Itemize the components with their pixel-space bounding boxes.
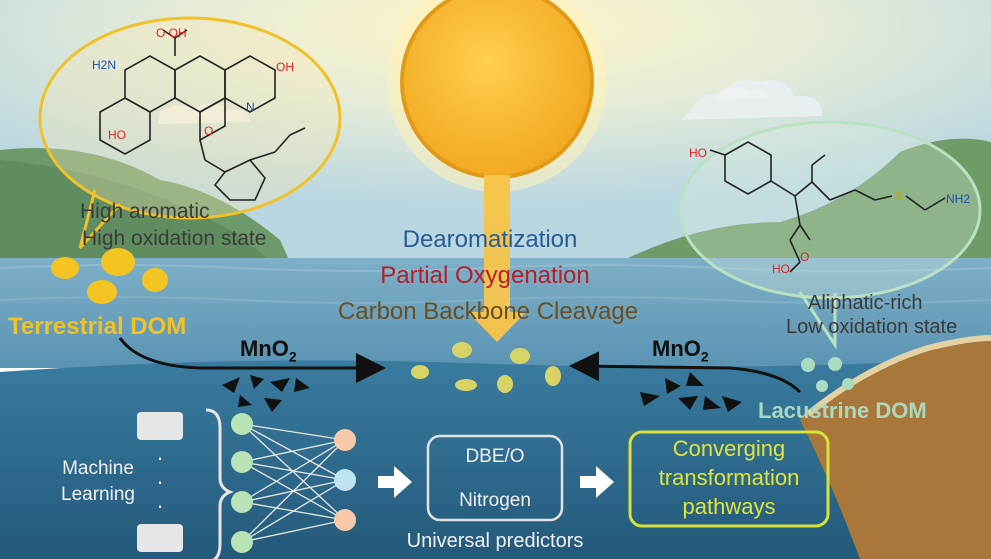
dom-particle <box>411 365 429 379</box>
lacustrine-callout <box>678 120 982 300</box>
dom-particle <box>51 257 79 279</box>
terrestrial-ho-label: HO <box>108 128 126 142</box>
terrestrial-dom-label: Terrestrial DOM <box>8 313 187 340</box>
lacustrine-molecule <box>709 141 946 273</box>
terrestrial-desc-line1: High aromatic <box>80 200 210 223</box>
terrestrial-desc-line2: High oxidation state <box>82 227 267 250</box>
sediment-shore <box>800 338 991 559</box>
cloud-right-small <box>716 87 772 100</box>
nn-connections <box>241 423 346 543</box>
ml-ellipsis: ··· <box>156 445 164 518</box>
arrow-lacustrine-to-center <box>569 351 802 394</box>
lacustrine-desc-line2: Low oxidation state <box>786 316 958 338</box>
nn-edge <box>241 439 346 463</box>
light-beam-arrowhead <box>468 312 526 342</box>
arrow-to-predictors <box>378 466 412 498</box>
sun <box>400 0 594 179</box>
lacustrine-dom-label: Lacustrine DOM <box>758 398 927 423</box>
hill-right <box>620 138 991 262</box>
input-box <box>137 412 183 440</box>
lacustrine-callout-tail <box>798 291 837 350</box>
light-beam <box>484 175 510 315</box>
dom-particle <box>87 280 117 304</box>
terrestrial-amine-label: H2N <box>92 58 117 72</box>
result-line2: transformation <box>658 465 800 490</box>
terrestrial-callout <box>38 16 342 220</box>
terrestrial-molecule <box>99 29 306 201</box>
cloud-left <box>158 103 250 124</box>
nn-edge <box>241 423 346 521</box>
transformed-particles <box>411 342 561 393</box>
nn-input-node <box>231 491 253 513</box>
ml-label-line2: Learning <box>61 484 135 505</box>
terrestrial-ether-label: O <box>204 124 214 138</box>
result-line1: Converging <box>672 436 786 461</box>
input-brace <box>205 408 235 559</box>
nn-nodes <box>231 413 356 553</box>
terrestrial-acid-label: O OH <box>156 26 187 40</box>
predictor-nitrogen: Nitrogen <box>459 490 531 511</box>
nn-output-node <box>334 429 356 451</box>
process-dearomatization: Dearomatization <box>402 226 578 253</box>
nn-edge <box>241 439 346 503</box>
dom-particle <box>801 358 815 372</box>
dom-particle <box>510 348 530 364</box>
lacustrine-amine-label: NH2 <box>946 192 971 206</box>
predictor-box <box>426 434 564 522</box>
process-partial-oxygenation: Partial Oxygenation <box>380 262 590 289</box>
arrow-terrestrial-to-center <box>118 337 386 383</box>
ml-input-boxes <box>137 412 183 552</box>
nn-edge <box>241 519 346 543</box>
predictor-dbe-o: DBE/O <box>465 446 525 467</box>
dom-particle <box>452 342 472 358</box>
nn-output-node <box>334 469 356 491</box>
lacustrine-carbonyl-label: O <box>800 250 810 264</box>
terrestrial-n-label: N <box>246 100 255 114</box>
terrestrial-callout-tail <box>78 189 122 250</box>
lacustrine-desc-line1: Aliphatic-rich <box>808 292 923 314</box>
nn-edge <box>241 479 346 543</box>
dom-particle <box>828 357 842 371</box>
terrestrial-particles <box>51 248 168 304</box>
mno2-triangles-left <box>222 375 310 412</box>
result-line3: pathways <box>682 494 776 519</box>
dom-particle <box>455 379 477 391</box>
terrestrial-oh-label: OH <box>276 60 294 74</box>
input-box <box>137 524 183 552</box>
dom-particle <box>545 366 561 386</box>
arrow-to-result <box>580 466 614 498</box>
cloud-right <box>680 79 823 120</box>
lacustrine-particles <box>801 357 854 392</box>
dom-particle <box>497 375 513 393</box>
wave-line <box>0 264 991 272</box>
nn-input-node <box>231 531 253 553</box>
nn-output-node <box>334 509 356 531</box>
predictors-caption: Universal predictors <box>406 530 584 552</box>
mno2-left-label: MnO2 <box>240 336 297 365</box>
mno2-right-label: MnO2 <box>652 336 709 365</box>
nn-input-node <box>231 451 253 473</box>
dom-particle <box>816 380 828 392</box>
lacustrine-acid-label: HO <box>772 262 790 276</box>
lacustrine-phenol-label: HO <box>689 146 707 160</box>
process-carbon-cleavage: Carbon Backbone Cleavage <box>337 298 639 325</box>
dom-particle <box>842 378 854 390</box>
dom-particle <box>101 248 135 276</box>
mno2-triangles-right <box>640 372 742 412</box>
nn-edge <box>241 439 346 543</box>
nn-edge <box>241 423 346 441</box>
nn-edge <box>241 423 346 481</box>
nn-input-node <box>231 413 253 435</box>
shore-edge <box>806 335 991 417</box>
result-box <box>628 430 830 528</box>
lacustrine-s-label: S <box>894 189 903 203</box>
dom-particle <box>142 268 168 292</box>
ml-label-line1: Machine <box>62 458 134 479</box>
